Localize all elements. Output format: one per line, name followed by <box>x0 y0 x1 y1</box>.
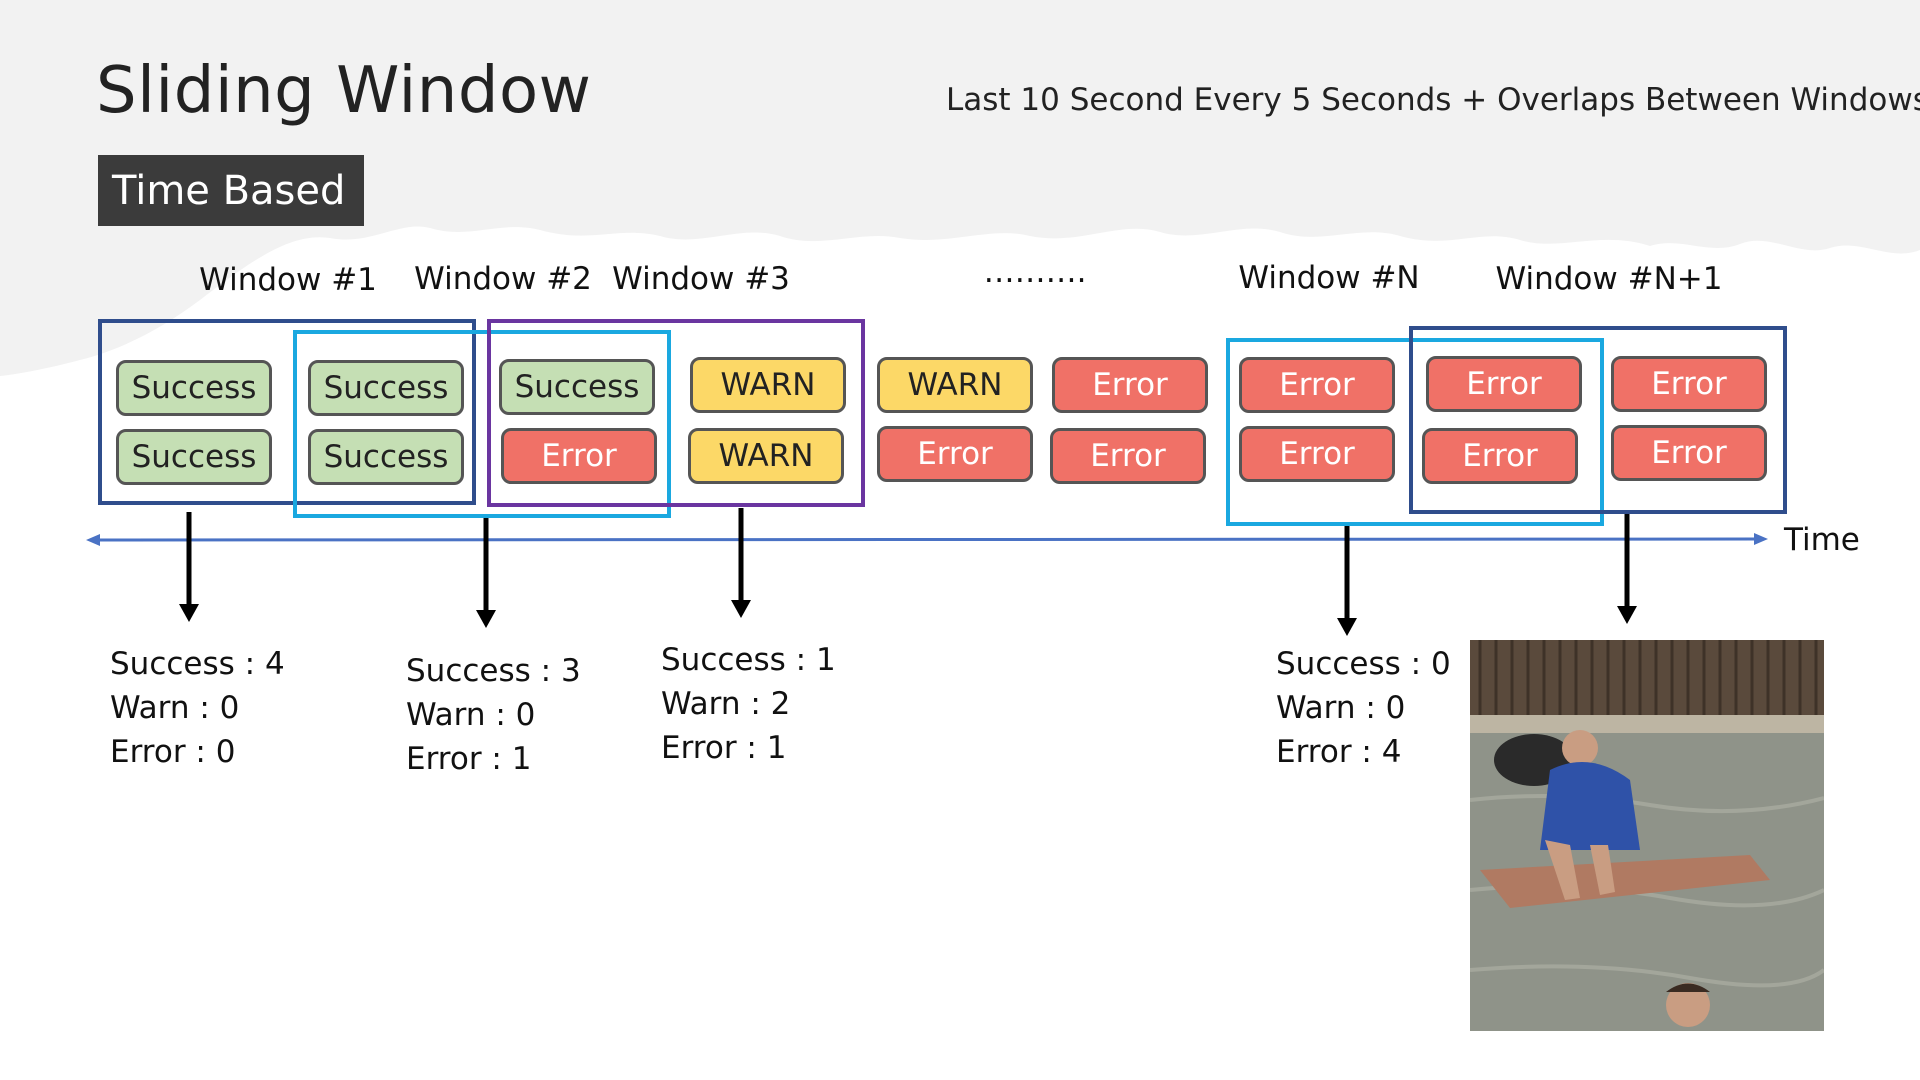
error-count: Error : 4 <box>1276 734 1402 770</box>
window-label-2: Window #2 <box>414 261 592 297</box>
window-arrow-n-plus-1 <box>1617 514 1637 624</box>
event-error: Error <box>1050 428 1206 484</box>
window-1-counts: Success : 4 Warn : 0 Error : 0 <box>110 642 285 774</box>
slide-subtitle: Last 10 Second Every 5 Seconds + Overlap… <box>946 82 1920 118</box>
event-success: Success <box>116 429 272 485</box>
warn-count: Warn : 0 <box>1276 690 1406 726</box>
success-count: Success : 3 <box>406 653 581 689</box>
ellipsis-label: ………. <box>983 254 1087 290</box>
window-frame-3 <box>487 319 865 507</box>
background-shape <box>0 0 1920 376</box>
time-based-badge: Time Based <box>98 155 364 226</box>
window-arrow-2 <box>476 518 496 628</box>
event-error: Error <box>1239 426 1395 482</box>
window-arrow-1 <box>179 512 199 622</box>
success-count: Success : 1 <box>661 642 836 678</box>
window-n-counts: Success : 0 Warn : 0 Error : 4 <box>1276 642 1451 774</box>
event-error: Error <box>1052 357 1208 413</box>
window-frame-1 <box>98 319 476 505</box>
event-error: Error <box>877 426 1033 482</box>
event-error: Error <box>501 428 657 484</box>
event-error: Error <box>1239 357 1395 413</box>
window-label-3: Window #3 <box>612 261 790 297</box>
warn-count: Warn : 0 <box>406 697 536 733</box>
warn-count: Warn : 0 <box>110 690 240 726</box>
event-warn: WARN <box>688 428 844 484</box>
event-success: Success <box>499 359 655 415</box>
event-success: Success <box>308 360 464 416</box>
photo-illustration <box>1470 640 1824 1031</box>
window-arrow-n <box>1337 526 1357 636</box>
warn-count: Warn : 2 <box>661 686 791 722</box>
event-success: Success <box>308 429 464 485</box>
window-label-n: Window #N <box>1238 260 1420 296</box>
error-count: Error : 0 <box>110 734 236 770</box>
window-frame-n <box>1226 338 1604 526</box>
event-error: Error <box>1611 425 1767 481</box>
time-axis-label: Time <box>1784 522 1860 558</box>
event-warn: WARN <box>690 357 846 413</box>
error-count: Error : 1 <box>406 741 532 777</box>
window-arrow-3 <box>731 508 751 618</box>
photo-boat-in-water <box>1470 640 1824 1031</box>
window-frame-2 <box>293 330 671 518</box>
event-error: Error <box>1611 356 1767 412</box>
window-2-counts: Success : 3 Warn : 0 Error : 1 <box>406 649 581 781</box>
event-error: Error <box>1426 356 1582 412</box>
success-count: Success : 4 <box>110 646 285 682</box>
slide-title: Sliding Window <box>96 54 592 128</box>
event-error: Error <box>1422 428 1578 484</box>
window-frame-n-plus-1 <box>1409 326 1787 514</box>
event-success: Success <box>116 360 272 416</box>
time-axis-line <box>86 533 1768 546</box>
event-warn: WARN <box>877 357 1033 413</box>
window-label-n-plus-1: Window #N+1 <box>1495 261 1723 297</box>
window-label-1: Window #1 <box>199 262 377 298</box>
window-3-counts: Success : 1 Warn : 2 Error : 1 <box>661 638 836 770</box>
error-count: Error : 1 <box>661 730 787 766</box>
success-count: Success : 0 <box>1276 646 1451 682</box>
